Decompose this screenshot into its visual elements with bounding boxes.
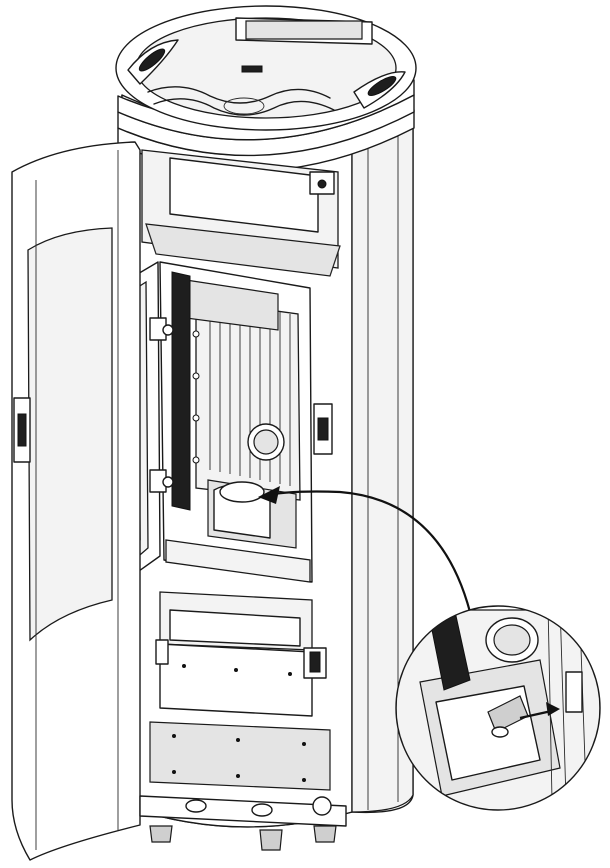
stove-top <box>116 6 416 171</box>
stove-base <box>140 796 346 850</box>
stove-feet <box>150 826 336 850</box>
detail-magnifier <box>396 604 600 820</box>
firebox <box>160 262 332 582</box>
lower-section <box>150 592 330 790</box>
open-side-door <box>12 142 140 860</box>
upper-cavity <box>142 150 340 276</box>
burn-pot <box>208 480 296 548</box>
pointer-arrow <box>258 486 470 612</box>
